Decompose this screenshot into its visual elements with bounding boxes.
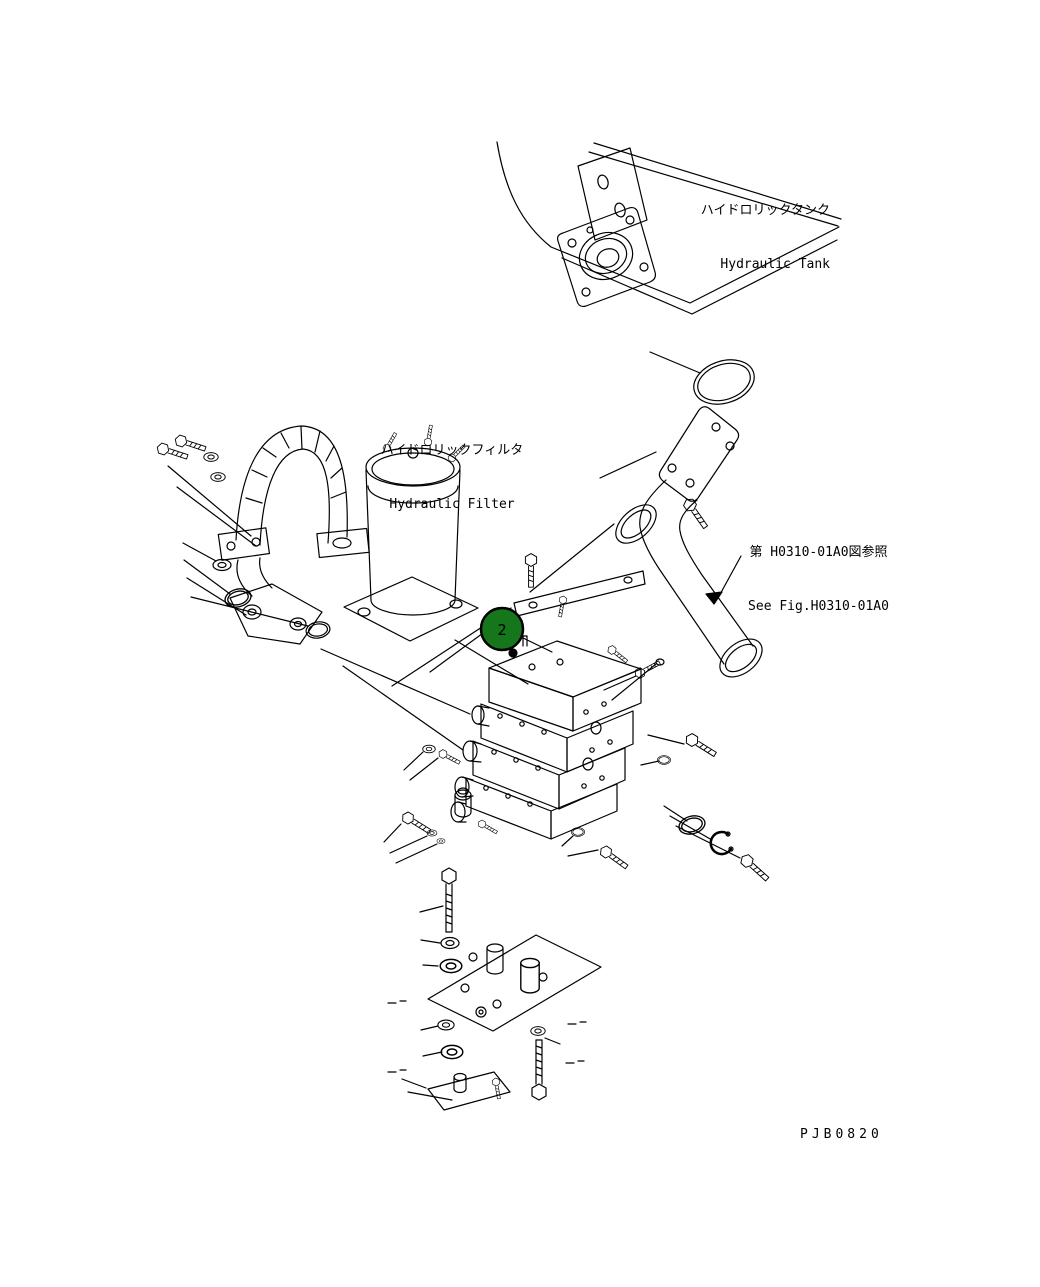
drawing-code: PJB0820 — [800, 1127, 883, 1142]
hydraulic-filter-label: ハイドロリックフィルタ Hydraulic Filter — [368, 406, 536, 532]
lower-fittings — [561, 805, 772, 884]
hydraulic-tank — [496, 141, 842, 315]
bolt — [556, 595, 568, 618]
hydraulic-filter-label-en: Hydraulic Filter — [389, 497, 515, 512]
bolt — [738, 852, 772, 884]
figure-reference-en: See Fig.H0310-01A0 — [748, 599, 889, 614]
left-hardware — [155, 433, 332, 645]
fitting — [632, 658, 663, 680]
suction-tube — [529, 406, 763, 678]
plug — [399, 809, 433, 837]
plug-cap — [304, 619, 332, 641]
washer — [436, 838, 446, 844]
callout-2[interactable]: 2 — [479, 606, 525, 652]
figure-reference-jp: 第 H0310-01A0図参照 — [749, 545, 888, 560]
callout-circle[interactable] — [479, 606, 525, 652]
bolt — [524, 553, 538, 588]
bolt-long — [441, 867, 457, 933]
hydraulic-tank-label-jp: ハイドロリックタンク — [700, 203, 830, 218]
hydraulic-filter-label-jp: ハイドロリックフィルタ — [380, 443, 524, 458]
bolt — [597, 843, 631, 872]
control-valve — [320, 635, 642, 840]
washer — [530, 1026, 546, 1036]
washer — [422, 744, 436, 754]
washer — [439, 958, 463, 974]
suction-hose — [217, 425, 370, 597]
washer — [440, 936, 460, 950]
o-ring — [657, 755, 671, 765]
washer — [440, 1044, 464, 1060]
washer — [203, 452, 219, 462]
base-plate-assembly — [387, 867, 602, 1111]
callout-number: 2 — [497, 621, 506, 639]
left-fittings — [383, 744, 499, 864]
tank-o-ring — [649, 351, 755, 405]
washer — [437, 1019, 455, 1031]
fitting — [683, 731, 719, 760]
hydraulic-tank-label: ハイドロリックタンク Hydraulic Tank — [620, 166, 830, 292]
bolt — [173, 433, 208, 455]
hydraulic-filter — [343, 424, 529, 685]
bolt — [476, 818, 499, 836]
hydraulic-tank-label-en: Hydraulic Tank — [720, 257, 830, 272]
o-ring — [571, 827, 585, 837]
washer — [210, 472, 226, 482]
spacer — [520, 957, 540, 994]
bolt-long — [531, 1039, 547, 1101]
bolt — [436, 748, 462, 767]
figure-reference-label: 第 H0310-01A0図参照 See Fig.H0310-01A0 — [726, 508, 911, 634]
reference-arrow — [705, 555, 742, 605]
right-fittings — [603, 643, 719, 766]
